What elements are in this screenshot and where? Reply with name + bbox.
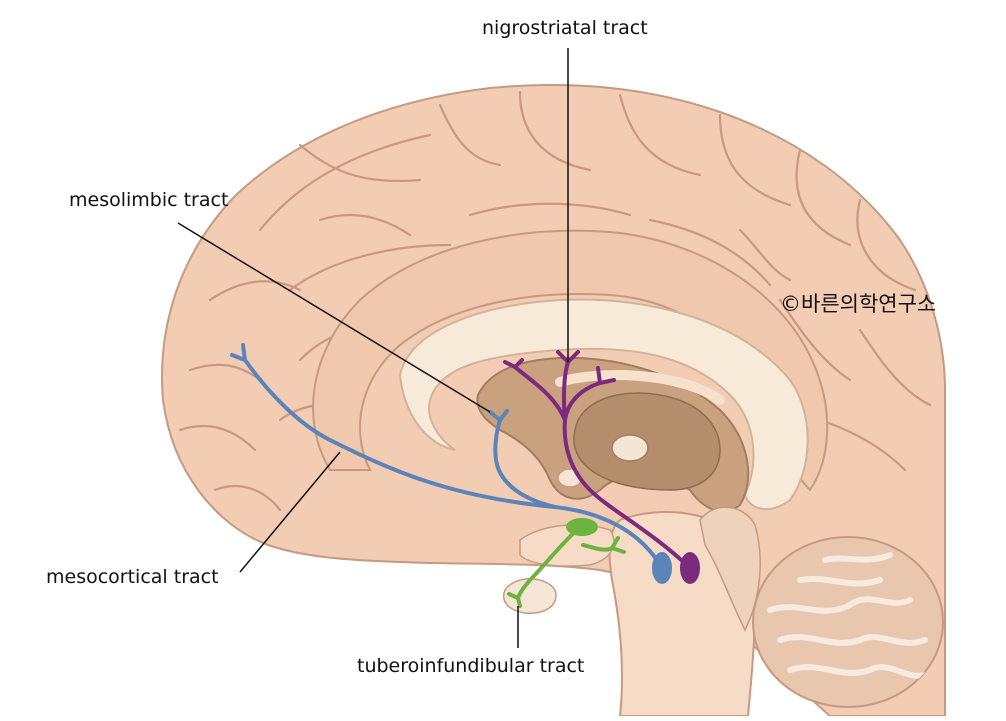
cerebellum [752,536,944,708]
mesolimbic-origin [652,552,672,584]
mesocortical-tract-path [230,343,664,570]
fornix [555,370,725,405]
tuberoinfundibular-tract-path [507,525,626,608]
pons [699,506,761,632]
nigrostriatal-origin [680,552,700,584]
tuberoinfundibular-origin [566,518,598,536]
interthalamic-adhesion [611,434,649,462]
thalamus-mass [573,392,721,491]
label-tuberoinfundibular-tract: tuberoinfundibular tract [357,655,585,677]
corpus-callosum [398,298,809,510]
hypothalamus [519,524,615,567]
label-nigrostriatal-tract: nigrostriatal tract [482,17,648,39]
leader-lines [177,48,569,648]
label-mesolimbic-tract: mesolimbic tract [69,189,229,211]
nigrostriatal-tract-path [503,350,692,570]
leader-mesocortical [239,451,341,573]
mesolimbic-tract-path [488,409,557,509]
leader-mesolimbic [177,222,491,413]
sulci [178,90,932,512]
copyright-watermark: ©바른의학연구소 [780,292,937,316]
pituitary [503,578,557,614]
cingulate-gyrus [312,229,829,492]
label-mesocortical-tract: mesocortical tract [46,566,219,588]
